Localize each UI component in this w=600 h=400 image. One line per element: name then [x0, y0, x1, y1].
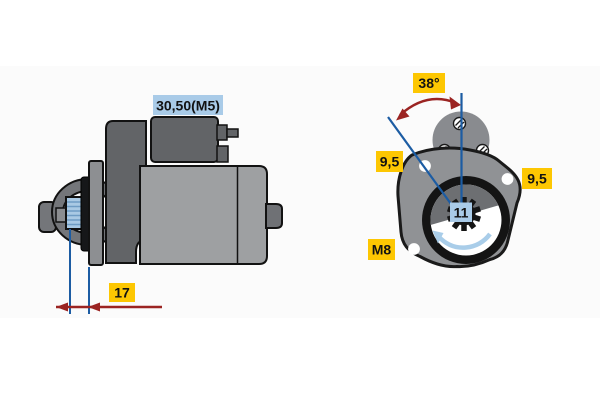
hole-diameter-callout-right: 9,5 [522, 168, 552, 189]
angle-label: 38° [418, 75, 439, 91]
thread-spec-callout: 30,50(M5) [153, 95, 223, 115]
mounting-flange-side [88, 160, 104, 266]
rotation-arrow-icon [432, 230, 492, 250]
flange-hole-bottom-left [408, 243, 420, 255]
teeth-count-callout: 11 [450, 202, 472, 222]
thread-spec-label: 30,50(M5) [156, 98, 220, 114]
dimension-arrow-icon [88, 302, 100, 312]
hole-left-label: 9,5 [380, 154, 400, 170]
hole-right-label-bg [522, 168, 552, 189]
solenoid-terminal-pin [226, 128, 239, 138]
dim-17-label-bg [109, 283, 135, 302]
angle-label-bg [413, 73, 445, 93]
front-view: 11 38° 9,5 9,5 M8 [368, 73, 552, 269]
thread-size-callout: M8 [368, 239, 395, 260]
angle-arc [396, 96, 461, 121]
teeth-count-label: 11 [454, 205, 469, 221]
angle-arrow-icon [396, 108, 410, 121]
flange-hole-top-right [501, 173, 514, 185]
dimension-arrow-icon [56, 302, 68, 312]
dim-17-label: 17 [114, 285, 130, 301]
bolt-icon [452, 116, 467, 131]
rear-bearing-stub [265, 203, 283, 229]
hole-diameter-callout-left: 9,5 [376, 151, 403, 172]
motor-body [139, 165, 268, 265]
angle-arrow-icon [449, 96, 461, 110]
hole-right-label: 9,5 [527, 171, 547, 187]
teeth-count-label-bg [450, 202, 472, 222]
dimension-17: 17 [56, 229, 162, 314]
thread-m8-label-bg [368, 239, 395, 260]
thread-m8-label: M8 [372, 242, 392, 258]
hole-left-label-bg [376, 151, 403, 172]
angle-line-inclined [387, 116, 452, 205]
angle-callout: 38° [413, 73, 445, 93]
side-view: 30,50(M5) 17 [38, 95, 283, 314]
solenoid-terminal-lower [216, 145, 229, 163]
thread-spec-label-bg [153, 95, 223, 115]
solenoid [150, 116, 219, 163]
solenoid-terminal-upper [216, 124, 228, 141]
